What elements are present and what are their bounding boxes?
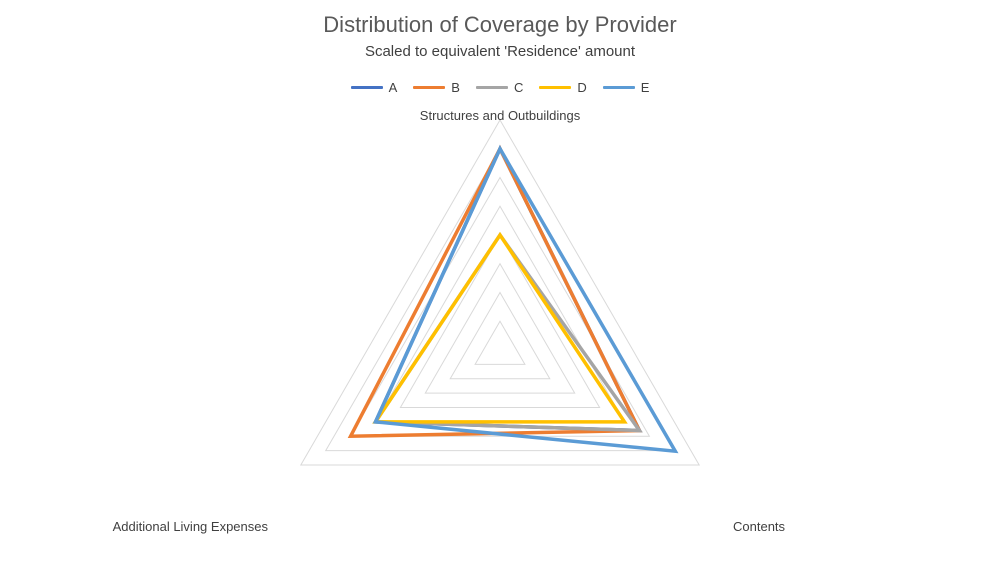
axis-label-2: Additional Living Expenses (113, 519, 269, 534)
grid-ring (299, 119, 701, 466)
legend-item-a: A (350, 80, 398, 95)
legend-label-d: D (577, 80, 587, 95)
grid-ring (349, 176, 651, 437)
legend-swatch-e (602, 86, 635, 89)
legend-item-b: B (413, 80, 460, 95)
grid-ring (424, 262, 576, 394)
series-line-d (372, 231, 628, 424)
legend-label-e: E (640, 80, 650, 95)
axis-label-0: Structures and Outbuildings (420, 108, 581, 123)
grid-ring (449, 291, 551, 380)
legend-swatch-a (350, 86, 383, 89)
chart-title: Distribution of Coverage by Provider (323, 12, 677, 37)
chart-subtitle: Scaled to equivalent 'Residence' amount (364, 43, 636, 60)
legend-label-b: B (451, 80, 460, 95)
grid-ring (474, 320, 526, 365)
grid-ring (399, 233, 601, 408)
legend-swatch-d (539, 86, 572, 89)
chart-legend: A B C D E (0, 80, 1000, 95)
series-line-e (372, 144, 679, 454)
axis-label-1: Contents (733, 519, 786, 534)
radar-grid (299, 119, 701, 466)
legend-swatch-b (413, 86, 446, 89)
legend-item-d: D (539, 80, 587, 95)
legend-item-c: C (475, 80, 524, 95)
legend-item-e: E (602, 80, 650, 95)
legend-label-a: A (388, 80, 398, 95)
legend-label-c: C (513, 80, 524, 95)
legend-swatch-c (475, 86, 508, 89)
